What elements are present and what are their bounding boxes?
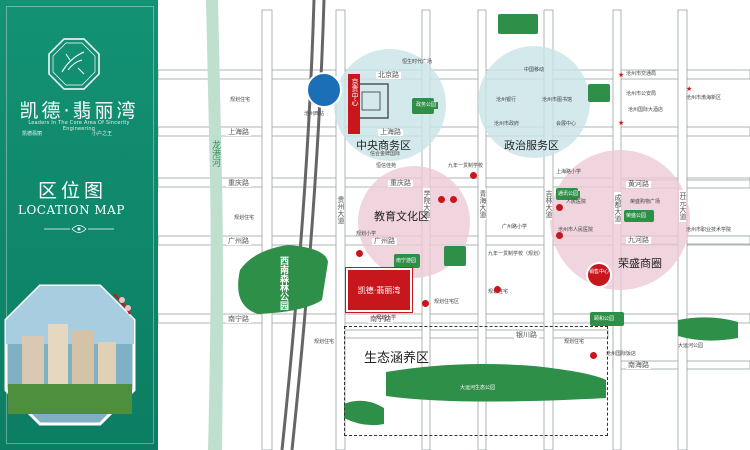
panel-frame [6,6,154,444]
poi-label: 沧州国际饭店 [606,351,637,357]
poi-pin-icon[interactable] [590,352,597,359]
school-pin-icon[interactable] [356,250,363,257]
poi-label: 荣盛购物广场 [630,199,661,205]
poi-label: 规划小学 [376,315,397,321]
hospital-pin-icon[interactable] [556,204,563,211]
road-label-chengdu: 成都大道 [614,192,622,224]
park-tag-shengtai: 颐和公园 [592,316,617,323]
road-label-nanning: 南宁路 [226,315,251,323]
title-cn: 区位图 [38,180,108,202]
zone-gov: 政治服务区 [504,139,559,152]
brand-name: 凯德·翡丽湾 [19,100,139,122]
road-label-shanghai-2: 上海路 [378,128,403,136]
poi-label: 上海路小学 [556,169,582,175]
school-pin-icon[interactable] [494,286,501,293]
road-label-qinghai: 青海大道 [479,188,487,220]
poi-label: 沧州市图书馆 [542,97,573,103]
zone-rongsheng: 荣盛商圈 [618,257,662,270]
poi-label: 九年一贯制学校（规划） [488,251,544,257]
sales-center-marker[interactable]: 销售中心 [586,262,612,288]
poi-label: 规划住宅 [234,215,255,221]
train-station-label: 沧州西站 [304,111,325,117]
road-label-guangzhou: 广州路 [226,237,251,245]
school-pin-icon[interactable] [438,196,445,203]
road-label-north: 北京路 [376,71,401,79]
star-icon: ★ [618,71,625,79]
poi-label: 会展中心 [556,121,577,127]
school-pin-icon[interactable] [450,196,457,203]
west-park-label: 西南森林公园 [278,256,288,310]
road-label-guangzhou-2: 广州路 [372,237,397,245]
school-pin-icon[interactable] [422,300,429,307]
star-icon: ★ [686,85,693,93]
poi-label: 九年一贯制学校 [448,163,484,169]
road-label-jilin: 吉林大道 [545,188,553,220]
road-label-yinchuan: 银川路 [514,331,539,339]
river-label: 龙港河 [210,140,220,167]
poi-label: 信合金牌国际 [370,151,401,157]
brand-slogan: Leaders In The Core Area Of Sincerity En… [28,120,130,132]
building-photo [4,284,136,426]
road-label-guizhou: 贵州大道 [337,194,345,226]
poi-label: 规划住宅 [314,339,335,345]
poi-label: 大运河公园 [678,343,704,349]
park-tag-gov: 政务公园 [414,102,439,109]
poi-label: 沧州市人民医院 [558,227,594,233]
title-en: LOCATION MAP [18,203,125,217]
jingdong-center-marker[interactable]: 京贵中心 [348,74,360,134]
road-label-shanghai: 上海路 [226,128,251,136]
ornament-icon [44,225,114,233]
road-label-nanhai: 南海路 [626,361,651,369]
poi-label: 广州路小学 [502,224,528,230]
road-label-xuejia: 学院大道 [423,188,431,220]
poi-pin-icon[interactable] [470,172,477,179]
road-label-jiuhe: 九河路 [626,236,651,244]
poi-label: 沧州银行 [496,97,517,103]
park-tag-binhe: 大运河生态公园 [458,385,498,392]
project-name: 凯德·翡丽湾 [357,286,401,295]
poi-label: 人民医院 [566,199,587,205]
brand-left-tag: 凯德翡丽 [22,131,43,137]
poi-label: 沧州市政府 [494,121,520,127]
project-marker[interactable]: 凯德·翡丽湾 [346,268,412,312]
road-label-huanghe: 黄河路 [626,180,651,188]
poi-label: 沧州市交通局 [626,71,657,77]
poi-label: 沧州市公安局 [626,91,657,97]
star-icon: ★ [618,119,625,127]
road-label-kaiyuan: 开元大道 [679,190,687,222]
park-tag-nanning: 南宁游园 [394,258,419,265]
road-label-nanning-2: 南宁路 [368,315,393,323]
brand-right-tag: 小户之王 [92,131,113,137]
zone-edu: 教育文化区 [374,210,429,223]
map-background [158,0,750,450]
poi-label: 恒生时代广场 [402,59,433,65]
sales-center-label: 销售中心 [589,269,610,275]
train-station-icon[interactable] [306,72,342,108]
road-label-chongqing-2: 重庆路 [388,179,413,187]
poi-label: 规划住宅区 [434,299,460,305]
hospital-pin-icon[interactable] [556,232,563,239]
poi-label: 沧州市职业技术学院 [686,227,732,233]
poi-label: 规划住宅 [230,97,251,103]
jingdong-center-label: 京贵中心 [351,78,359,106]
park-tag-rongsheng: 荣盛公园 [624,213,649,220]
location-map: 北京路 上海路 上海路 重庆路 重庆路 广州路 广州路 南宁路 南宁路 银川路 … [158,0,750,450]
zone-eco: 生态涵养区 [364,351,430,366]
eco-zone-boundary [344,326,608,436]
poi-label: 规划小学 [356,231,377,237]
park-tag-tongxin: 通讯公园 [556,191,581,198]
poi-label: 沧州国际大酒店 [628,107,664,113]
poi-label: 恒信佳苑 [376,163,397,169]
road-label-chongqing: 重庆路 [226,179,251,187]
brand-emblem-icon [48,38,100,90]
poi-label: 沧州市渤海新区 [686,95,722,101]
poi-label: 规划住宅 [564,339,585,345]
left-brand-panel: 凯德·翡丽湾 Leaders In The Core Area Of Since… [0,0,158,450]
zone-cbd: 中央商务区 [356,139,411,152]
poi-label: 中国移动 [524,67,545,73]
